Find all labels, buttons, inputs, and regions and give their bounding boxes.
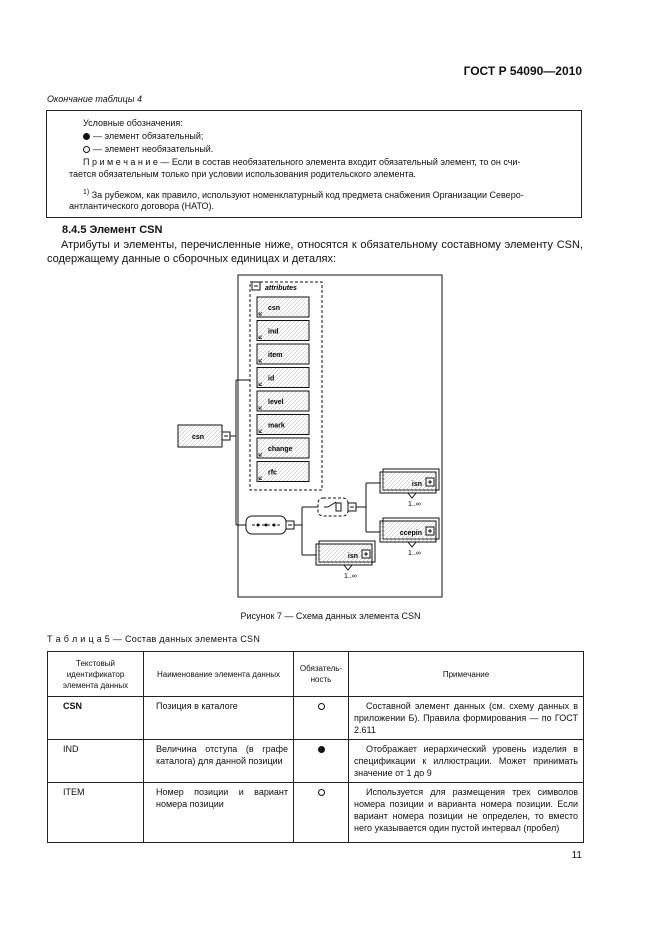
header-required: Обязатель-ность xyxy=(293,651,349,697)
footnote-mark: 1) xyxy=(83,189,90,196)
row-name: Позиция в каталоге xyxy=(143,696,294,740)
root-csn-label: csn xyxy=(192,434,204,441)
reference-arrow-icon xyxy=(258,358,263,363)
attributes-label: attributes xyxy=(265,285,297,292)
attribute-label: item xyxy=(268,352,282,359)
reference-arrow-icon xyxy=(258,429,263,433)
legend-optional-text: — элемент необязательный. xyxy=(93,144,214,154)
csn-schema-diagram: attributes csn ind item id level mark change rf… xyxy=(177,274,443,598)
legend-box: Условные обозначения: — элемент обязател… xyxy=(46,110,582,218)
attribute-label: change xyxy=(268,446,293,453)
reference-arrow-icon xyxy=(258,335,263,339)
attribute-label: csn xyxy=(268,305,280,312)
row-name: Величина отступа (в графе каталога) для … xyxy=(143,739,294,783)
header-note: Примечание xyxy=(348,651,584,697)
attribute-box-mark[interactable] xyxy=(256,414,310,435)
empty-circle-icon xyxy=(317,703,325,710)
child-element-label: isn xyxy=(412,481,422,488)
footnote-line-1: 1) За рубежом, как правило, используют н… xyxy=(83,187,524,202)
footnote-line-2: антлантического договора (НАТО). xyxy=(69,201,215,211)
row-identifier: IND xyxy=(47,739,144,783)
occurrence-marker-icon xyxy=(406,492,418,499)
footnote-text-1: За рубежом, как правило, используют номе… xyxy=(91,190,524,200)
row-required xyxy=(293,782,349,843)
attributes-group-frame xyxy=(249,281,323,491)
legend-mandatory: — элемент обязательный; xyxy=(83,130,203,143)
table-row: CSN Позиция в каталоге Составной элемент… xyxy=(47,696,584,740)
attribute-box-ind[interactable] xyxy=(256,320,310,341)
empty-circle-icon xyxy=(317,789,325,796)
attribute-box-item[interactable] xyxy=(256,343,310,365)
row-note: Отображает иерархический уровень изделия… xyxy=(348,739,584,783)
header-name: Наименование элемента данных xyxy=(143,651,294,697)
occurrence-marker-icon xyxy=(342,564,354,571)
legend-mandatory-text: — элемент обязательный; xyxy=(93,131,204,141)
empty-circle-icon xyxy=(83,146,90,153)
occurrence-label: 1..∞ xyxy=(344,573,357,580)
legend-note-line-2: тается обязательным только при условии и… xyxy=(69,169,416,179)
attribute-box-rfc[interactable] xyxy=(256,461,310,482)
row-identifier: ITEM xyxy=(47,782,144,843)
child-element-label: isn xyxy=(348,553,358,560)
table-row: IND Величина отступа (в графе каталога) … xyxy=(47,739,584,783)
row-required xyxy=(293,739,349,783)
filled-circle-icon xyxy=(83,133,90,140)
plus-icon xyxy=(428,529,432,533)
section-intro: Атрибуты и элементы, перечисленные ниже,… xyxy=(47,239,583,265)
page-number: 11 xyxy=(571,850,582,861)
plus-icon xyxy=(428,480,432,484)
row-identifier: CSN xyxy=(47,696,144,740)
child-element-label: ccepin xyxy=(400,530,422,537)
attribute-label: ind xyxy=(268,329,279,336)
document-number: ГОСТ Р 54090—2010 xyxy=(463,64,582,78)
occurrence-label: 1..∞ xyxy=(408,501,421,508)
figure-caption: Рисунок 7 — Схема данных элемента CSN xyxy=(240,611,421,621)
occurrence-marker-icon xyxy=(406,541,418,548)
reference-arrow-icon xyxy=(258,311,263,316)
reference-arrow-icon xyxy=(258,405,263,410)
attribute-label: mark xyxy=(268,423,285,430)
row-note: Используется для размещения трех символо… xyxy=(348,782,584,843)
reference-arrow-icon xyxy=(258,382,263,386)
legend-note-line-1: П р и м е ч а н и е — Если в состав необ… xyxy=(83,157,521,167)
attribute-box-level[interactable] xyxy=(256,390,310,412)
plus-icon xyxy=(364,552,368,556)
row-required xyxy=(293,696,349,740)
row-name: Номер позиции и вариант номера позиции xyxy=(143,782,294,843)
legend-optional: — элемент необязательный. xyxy=(83,143,213,156)
attribute-label: level xyxy=(268,399,284,406)
reference-arrow-icon xyxy=(258,452,263,457)
attribute-label: id xyxy=(268,376,274,383)
choice-compositor[interactable] xyxy=(317,497,349,517)
attribute-label: rfc xyxy=(268,470,277,477)
filled-circle-icon xyxy=(317,746,325,753)
schema-outer-frame xyxy=(237,274,443,598)
row-note: Составной элемент данных (см. схему данн… xyxy=(348,696,584,740)
section-heading: 8.4.5 Элемент CSN xyxy=(62,224,163,236)
reference-arrow-icon xyxy=(258,476,263,480)
table-continuation-caption: Окончание таблицы 4 xyxy=(47,94,142,104)
table-caption: Т а б л и ц а 5 — Состав данных элемента… xyxy=(47,634,261,644)
header-identifier: Текстовый идентификатор элемента данных xyxy=(47,651,144,697)
attribute-box-csn[interactable] xyxy=(256,296,310,318)
attribute-box-change[interactable] xyxy=(256,437,310,459)
occurrence-label: 1..∞ xyxy=(408,550,421,557)
csn-data-table: Текстовый идентификатор элемента данных … xyxy=(47,651,584,843)
legend-title: Условные обозначения: xyxy=(83,118,183,128)
table-header-row: Текстовый идентификатор элемента данных … xyxy=(47,651,584,697)
attribute-box-id[interactable] xyxy=(256,367,310,388)
table-row: ITEM Номер позиции и вариант номера пози… xyxy=(47,782,584,843)
